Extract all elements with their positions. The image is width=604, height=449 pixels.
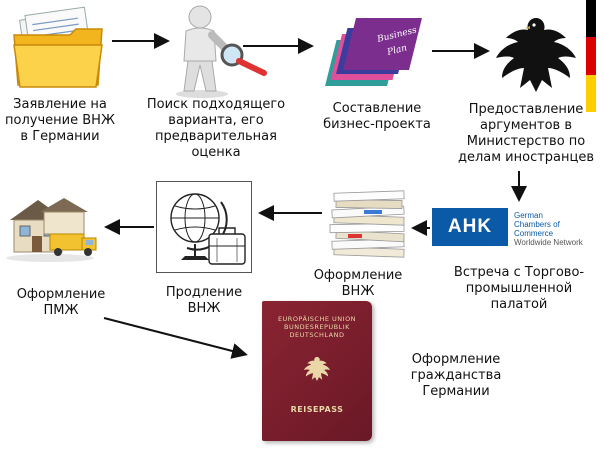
person-with-magnifier-icon xyxy=(176,5,267,98)
german-flag xyxy=(586,0,596,112)
folder-icon xyxy=(13,6,103,88)
passport-union-text: EUROPÄISCHE UNION xyxy=(277,315,357,323)
arrow-permanent-to-citizenship xyxy=(103,317,248,359)
ahk-logo-icon: AHK German Chambers of Commerce Worldwid… xyxy=(432,208,598,247)
business-plan-folders-icon: Business Plan xyxy=(325,18,423,86)
passport-republic-text: BUNDESREPUBLIK xyxy=(284,323,350,331)
house-truck-icon xyxy=(6,198,97,262)
passport-country-text: DEUTSCHLAND xyxy=(289,331,345,339)
ahk-logo-line: Chambers of Commerce xyxy=(514,220,560,238)
ahk-logo-line: Worldwide Network xyxy=(514,238,583,247)
passport-eagle-icon xyxy=(303,356,331,382)
globe-suitcase-icon xyxy=(170,193,246,265)
ahk-logo-mark: AHK xyxy=(432,208,508,246)
german-eagle-icon xyxy=(496,18,576,92)
business-plan-cover-subtitle: Plan xyxy=(385,43,408,58)
document-stack-icon xyxy=(329,190,405,258)
ahk-logo-line: German xyxy=(514,211,543,220)
passport-reisepass-text: REISEPASS xyxy=(290,405,344,414)
globe-suitcase-frame xyxy=(156,181,252,273)
